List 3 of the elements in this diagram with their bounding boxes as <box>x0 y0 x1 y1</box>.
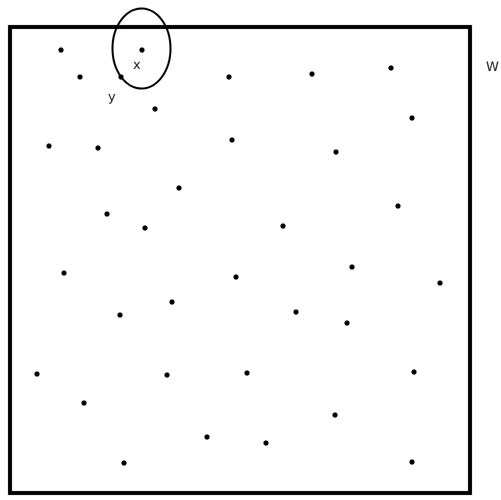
point-label: y <box>108 91 116 105</box>
point-label: x <box>133 59 141 73</box>
region-label: W <box>486 61 499 75</box>
